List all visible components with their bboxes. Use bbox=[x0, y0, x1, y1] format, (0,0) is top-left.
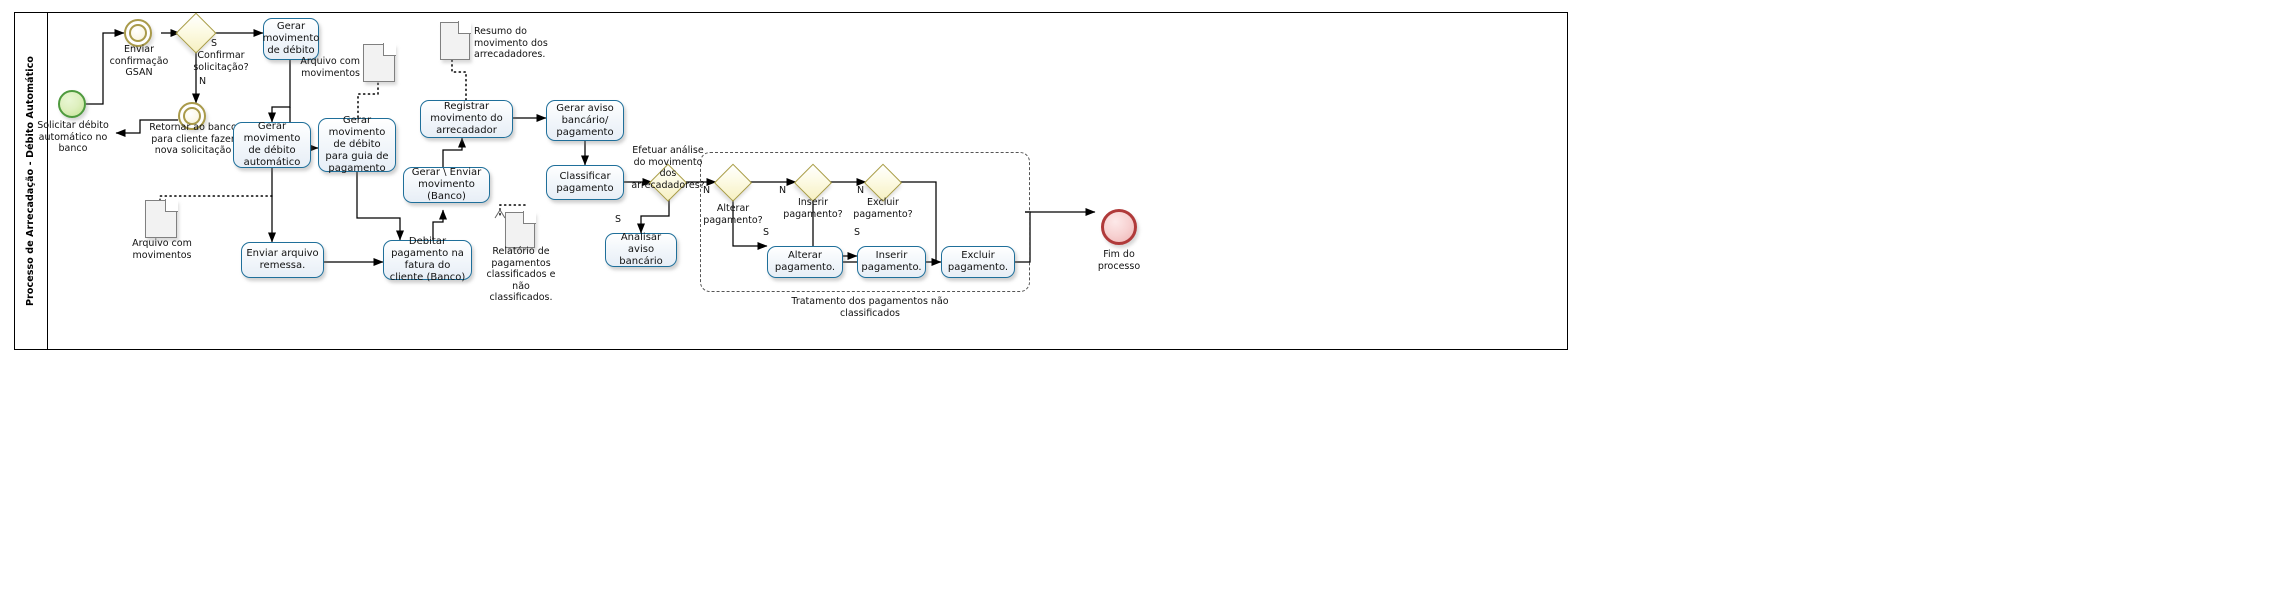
gateway-confirmar-solicitacao-label: Confirmar solicitação? bbox=[193, 50, 249, 73]
document-label-resumo-movimento: Resumo do movimento dos arrecadadores. bbox=[474, 26, 548, 60]
task-registrar-movimento-arrecadador[interactable]: Registrar movimento do arrecadador bbox=[420, 100, 513, 138]
flow-label-g4-no: N bbox=[857, 185, 865, 196]
flow-label-g2-yes: S bbox=[615, 214, 622, 225]
document-label-relatorio-pagamentos: Relatório de pagamentos classificados e … bbox=[486, 246, 556, 303]
pool-lane-header: Processo de Arrecadação - Débito Automát… bbox=[14, 12, 48, 350]
task-label: Analisar aviso bancário bbox=[619, 232, 663, 267]
gateway-confirmar-solicitacao[interactable] bbox=[175, 12, 217, 54]
task-inserir-pagamento[interactable]: Inserir pagamento. bbox=[857, 246, 926, 278]
document-relatorio-pagamentos bbox=[505, 211, 536, 248]
group-label: Tratamento dos pagamentos não classifica… bbox=[791, 296, 949, 319]
task-analisar-aviso-bancario[interactable]: Analisar aviso bancário bbox=[605, 232, 677, 267]
intermediate-event-1-label: Enviar confirmação GSAN bbox=[109, 44, 169, 78]
flow-label-g3-yes: S bbox=[763, 227, 770, 238]
intermediate-event-2-label: Retornar ao banco para cliente fazer nov… bbox=[149, 122, 237, 156]
task-excluir-pagamento[interactable]: Excluir pagamento. bbox=[941, 246, 1015, 278]
gateway-efetuar-analise-label: Efetuar análise do movimento dos arrecad… bbox=[631, 145, 705, 191]
document-fold-corner bbox=[165, 199, 178, 212]
task-gerar-enviar-movimento-banco[interactable]: Gerar \ Enviar movimento (Banco) bbox=[403, 167, 490, 203]
task-label: Excluir pagamento. bbox=[947, 250, 1009, 273]
end-event[interactable] bbox=[1101, 209, 1137, 245]
task-label: Debitar pagamento na fatura do cliente (… bbox=[389, 236, 466, 283]
start-event[interactable] bbox=[58, 90, 86, 118]
gateway-excluir-pagamento-label: Excluir pagamento? bbox=[853, 197, 913, 220]
document-arquivo-com-movimentos-bottom bbox=[145, 199, 178, 238]
task-label: Classificar pagamento bbox=[556, 170, 614, 194]
task-gerar-aviso-bancario-pagamento[interactable]: Gerar aviso bancário/ pagamento bbox=[546, 100, 624, 141]
gateway-alterar-pagamento[interactable] bbox=[713, 163, 753, 203]
end-event-label: Fim do processo bbox=[1097, 249, 1141, 272]
process-pool bbox=[14, 12, 1568, 350]
task-gerar-movimento-debito-automatico[interactable]: Gerar movimento de débito automático bbox=[233, 121, 311, 168]
flow-label-g4-yes: S bbox=[854, 227, 861, 238]
task-label: Registrar movimento do arrecadador bbox=[430, 101, 503, 136]
intermediate-event-retornar-banco[interactable] bbox=[178, 102, 206, 130]
task-label: Gerar \ Enviar movimento (Banco) bbox=[411, 167, 482, 202]
gateway-excluir-pagamento[interactable] bbox=[863, 163, 903, 203]
task-debitar-pagamento-fatura-cliente[interactable]: Debitar pagamento na fatura do cliente (… bbox=[383, 236, 472, 283]
flow-label-g1-no: N bbox=[199, 76, 207, 87]
document-resumo-movimento-arrecadadores bbox=[440, 21, 471, 60]
task-gerar-movimento-debito-guia-pagamento[interactable]: Gerar movimento de débito para guia de p… bbox=[318, 115, 396, 174]
task-label: Gerar aviso bancário/ pagamento bbox=[556, 102, 614, 138]
flow-label-g3-no: N bbox=[779, 185, 787, 196]
task-alterar-pagamento[interactable]: Alterar pagamento. bbox=[767, 246, 843, 278]
intermediate-event-inner-ring bbox=[129, 24, 147, 42]
document-label-arquivo-movimentos-bottom: Arquivo com movimentos bbox=[132, 238, 192, 261]
document-arquivo-com-movimentos-top bbox=[363, 43, 396, 82]
document-fold-corner bbox=[523, 211, 536, 224]
task-label: Inserir pagamento. bbox=[861, 250, 922, 273]
task-label: Gerar movimento de débito para guia de p… bbox=[325, 115, 389, 174]
task-enviar-arquivo-remessa[interactable]: Enviar arquivo remessa. bbox=[241, 242, 324, 278]
group-tratamento-pagamentos bbox=[700, 152, 1030, 292]
gateway-inserir-pagamento-label: Inserir pagamento? bbox=[783, 197, 843, 220]
document-label-arquivo-movimentos-top: Arquivo com movimentos bbox=[300, 56, 360, 79]
task-classificar-pagamento[interactable]: Classificar pagamento bbox=[546, 165, 624, 200]
document-fold-corner bbox=[458, 21, 471, 34]
task-label: Alterar pagamento. bbox=[774, 250, 836, 273]
gateway-diamond bbox=[713, 163, 753, 203]
intermediate-event-enviar-confirmacao[interactable] bbox=[124, 19, 152, 47]
pool-lane-label-text: Processo de Arrecadação - Débito Automát… bbox=[25, 56, 36, 306]
task-label: Enviar arquivo remessa. bbox=[246, 248, 319, 271]
task-label: Gerar movimento de débito bbox=[262, 21, 320, 56]
gateway-inserir-pagamento[interactable] bbox=[793, 163, 833, 203]
task-gerar-movimento-de-debito[interactable]: Gerar movimento de débito bbox=[263, 18, 319, 60]
gateway-alterar-pagamento-label: Alterar pagamento? bbox=[703, 203, 763, 226]
intermediate-event-inner-ring bbox=[183, 107, 201, 125]
flow-label-g1-yes: S bbox=[211, 38, 218, 49]
flow-label-g2-no: N bbox=[703, 185, 711, 196]
start-event-label: Solicitar débito automático no banco bbox=[37, 120, 109, 154]
task-label: Gerar movimento de débito automático bbox=[243, 121, 301, 168]
document-fold-corner bbox=[383, 43, 396, 56]
